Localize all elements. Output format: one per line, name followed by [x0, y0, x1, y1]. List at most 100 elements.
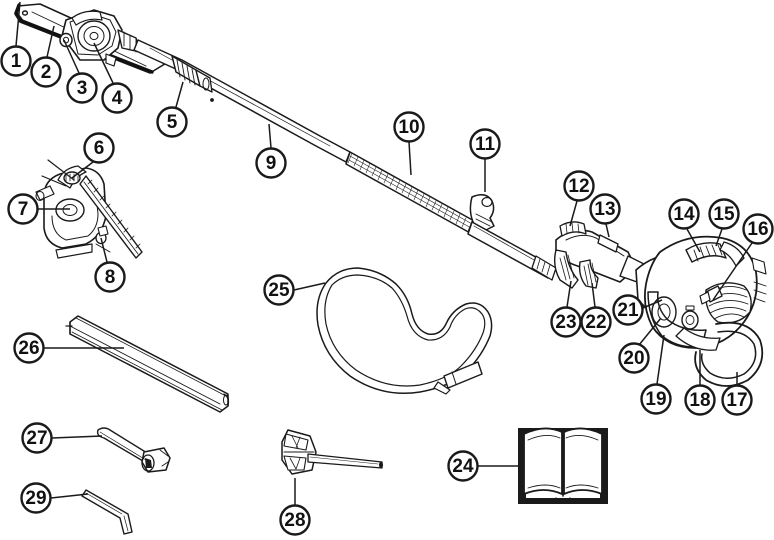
callout-25-shoulder-strap[interactable]: 25	[263, 274, 295, 306]
spark-plug-wrench-assembly	[281, 429, 383, 475]
rear-handle-loop-inner	[700, 330, 757, 379]
callout-circle-1	[0, 45, 32, 77]
callout-15-choke-lever[interactable]: 15	[708, 198, 740, 230]
callout-9-upper-shaft[interactable]: 9	[255, 147, 287, 179]
grip-texture	[347, 152, 475, 232]
callout-number-10: 10	[398, 117, 419, 138]
callout-circle-19	[640, 383, 672, 415]
spark-wrench-rod	[307, 453, 383, 469]
oil-tank-base	[55, 243, 93, 259]
callout-27-combination-wrench[interactable]: 27	[21, 422, 53, 454]
callout-4-gearcase-housing[interactable]: 4	[101, 82, 133, 114]
callout-circle-7	[7, 193, 39, 225]
callout-6-oil-filler-cap[interactable]: 6	[83, 132, 115, 164]
sprocket-cover-inner	[83, 26, 105, 46]
callout-3-bar-cover-nut[interactable]: 3	[66, 72, 98, 104]
scabbard-ridge-1	[69, 325, 221, 405]
callout-number-7: 7	[18, 199, 29, 220]
callout-number-5: 5	[167, 112, 178, 133]
callout-circle-5	[156, 106, 188, 138]
callout-23-throttle-lockout[interactable]: 23	[550, 306, 582, 338]
callout-number-17: 17	[726, 390, 747, 411]
callout-12-throttle-cable[interactable]: 12	[563, 170, 595, 202]
callout-2-guide-bar[interactable]: 2	[30, 56, 62, 88]
bar-tip-hole	[21, 10, 29, 16]
strap-tail	[433, 381, 451, 395]
callout-28-spark-plug-wrench[interactable]: 28	[279, 504, 311, 536]
callout-number-22: 22	[585, 312, 606, 333]
callout-number-20: 20	[623, 348, 644, 369]
callout-circle-3	[66, 72, 98, 104]
leader-line-21	[642, 299, 663, 309]
leader-line-10	[408, 141, 412, 176]
callout-16-spark-plug[interactable]: 16	[742, 213, 774, 245]
rod-highlight	[309, 456, 379, 465]
detail-guide-bar	[79, 175, 143, 259]
leader-line-3	[63, 39, 80, 74]
callout-7-oil-tank-assembly[interactable]: 7	[7, 193, 39, 225]
scabbard-ridge-2	[71, 331, 223, 411]
callout-number-4: 4	[112, 88, 123, 109]
leader-line-6	[71, 161, 94, 179]
callout-18-muffler-guard[interactable]: 18	[684, 384, 716, 416]
callout-number-27: 27	[26, 428, 47, 449]
wrench-socket-bore	[141, 454, 155, 472]
operators-manual-assembly	[518, 427, 608, 504]
callout-8-chain-tension-adjuster[interactable]: 8	[94, 261, 126, 293]
callout-5-coupler-knob[interactable]: 5	[156, 106, 188, 138]
callout-26-bar-scabbard[interactable]: 26	[13, 332, 45, 364]
callout-22-throttle-trigger[interactable]: 22	[580, 306, 612, 338]
callout-20-primer-bulb[interactable]: 20	[618, 342, 650, 374]
adjuster-block	[97, 225, 109, 237]
callout-21-clutch-housing[interactable]: 21	[612, 294, 644, 326]
leader-line-16	[712, 242, 753, 301]
cable-boot-ribs	[565, 222, 580, 234]
hex-key-short-leg	[123, 515, 129, 532]
callout-24-operators-manual[interactable]: 24	[447, 450, 479, 482]
callout-circle-28	[279, 504, 311, 536]
callout-10-lower-shaft-grip[interactable]: 10	[393, 111, 425, 143]
callout-circle-27	[21, 422, 53, 454]
shaft-clamp	[469, 194, 495, 233]
callout-number-9: 9	[266, 153, 277, 174]
muffler-guard	[675, 327, 721, 351]
air-filter-cover	[685, 242, 727, 263]
spark-wrench-lower-hex	[283, 455, 307, 471]
engine-side-fins	[753, 281, 767, 303]
coupler-end	[202, 77, 210, 91]
hex-key-assembly	[81, 489, 133, 535]
wrench-socket-edge	[159, 449, 169, 467]
callout-number-12: 12	[568, 176, 589, 197]
callout-19-fuel-tank[interactable]: 19	[640, 383, 672, 415]
engine-side-boss	[751, 257, 767, 275]
primer-cap	[685, 305, 695, 311]
callout-number-21: 21	[617, 300, 639, 321]
callout-13-stop-switch[interactable]: 13	[589, 193, 621, 225]
manual-fold	[555, 497, 571, 502]
recoil-hub	[657, 303, 671, 321]
oil-fitting-port	[35, 190, 45, 202]
leader-line-4	[93, 42, 114, 84]
scabbard-slot	[223, 394, 229, 406]
callout-17-rear-handle-loop[interactable]: 17	[721, 384, 753, 416]
handle-seam	[565, 234, 625, 257]
air-filter-louvers	[693, 244, 723, 262]
callout-number-15: 15	[713, 204, 735, 225]
detail-rod-a	[41, 175, 67, 187]
callout-11-shaft-clamp[interactable]: 11	[469, 128, 501, 160]
callout-circle-4	[101, 82, 133, 114]
bar-cover-nut	[59, 32, 73, 48]
callout-29-hex-key[interactable]: 29	[20, 482, 52, 514]
oil-pump-boss	[55, 198, 85, 222]
callout-14-air-filter-cover[interactable]: 14	[668, 198, 700, 230]
callout-number-25: 25	[268, 280, 290, 301]
manual-left-page	[523, 427, 563, 495]
callout-number-26: 26	[18, 338, 39, 359]
sprocket-hub	[89, 31, 99, 41]
leader-line-14	[686, 228, 701, 253]
leader-line-5	[175, 81, 184, 108]
callout-number-24: 24	[452, 456, 474, 477]
callout-1-saw-chain[interactable]: 1	[0, 45, 32, 77]
callout-circle-18	[684, 384, 716, 416]
